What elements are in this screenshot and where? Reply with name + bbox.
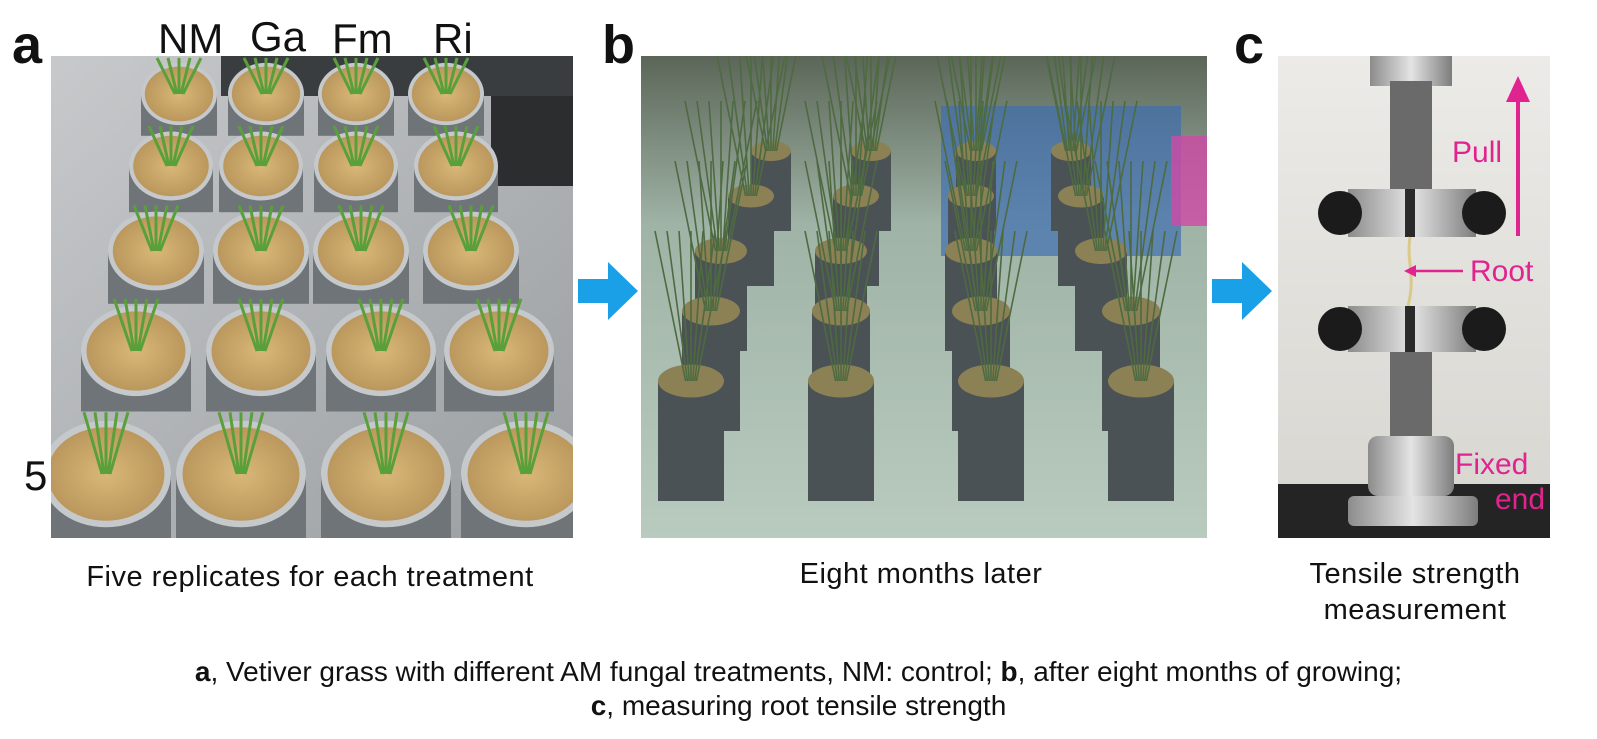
- pot: [423, 204, 519, 304]
- pot: [206, 298, 316, 412]
- pot: [654, 230, 728, 501]
- column-header-ri: Ri: [433, 15, 473, 62]
- panel-letter-b: b: [602, 15, 635, 75]
- panel-letter-a: a: [12, 15, 43, 75]
- figure-caption-line1: a, Vetiver grass with different AM funga…: [0, 655, 1597, 689]
- pot: [408, 57, 484, 136]
- caption-text-a: , Vetiver grass with different AM fungal…: [210, 656, 1001, 687]
- pot: [213, 204, 309, 304]
- row-number-5: 5: [24, 452, 48, 499]
- pot: [321, 411, 451, 538]
- pot: [176, 411, 306, 538]
- pot: [318, 57, 394, 136]
- label-root: Root: [1470, 255, 1534, 288]
- pot: [228, 57, 304, 136]
- caption-panel-c-line2: measurement: [1323, 594, 1507, 626]
- photo-a-illustration: [51, 56, 573, 538]
- pot: [414, 125, 498, 213]
- pot: [326, 298, 436, 412]
- pot: [51, 411, 171, 538]
- panel-letter-c: c: [1234, 15, 1265, 75]
- pot: [954, 230, 1028, 501]
- column-header-fm: Fm: [332, 15, 393, 62]
- column-header-ga: Ga: [250, 13, 307, 60]
- pot: [444, 298, 554, 412]
- label-pull: Pull: [1452, 136, 1503, 169]
- caption-panel-c-line1: Tensile strength: [1309, 558, 1521, 590]
- pot: [108, 204, 204, 304]
- photo-b-illustration: [641, 56, 1207, 538]
- pot: [461, 411, 573, 538]
- photo-tensile-test: [1278, 56, 1550, 538]
- arrow-right-icon: [1212, 262, 1272, 320]
- pot: [314, 125, 398, 213]
- caption-key-c: c: [590, 690, 607, 721]
- photo-grown-vetiver: [641, 56, 1207, 538]
- column-header-nm: NM: [158, 15, 224, 62]
- pot: [129, 125, 213, 213]
- pot: [1104, 230, 1178, 501]
- caption-panel-b: Eight months later: [799, 558, 1043, 590]
- pot: [313, 204, 409, 304]
- pot: [219, 125, 303, 213]
- caption-key-b: b: [1000, 656, 1018, 687]
- photo-c-illustration: [1278, 56, 1550, 538]
- caption-panel-a: Five replicates for each treatment: [86, 561, 534, 593]
- figure-caption-line2: c, measuring root tensile strength: [0, 689, 1597, 723]
- arrow-right-icon: [578, 262, 638, 320]
- pot: [81, 298, 191, 412]
- pot: [716, 56, 786, 286]
- caption-key-a: a: [194, 656, 211, 687]
- pot: [804, 230, 878, 501]
- caption-text-b: , after eight months of growing;: [1017, 656, 1403, 687]
- caption-text-c: , measuring root tensile strength: [606, 690, 1007, 721]
- label-end: end: [1495, 483, 1546, 516]
- pot: [141, 57, 217, 136]
- photo-potted-vetiver-grid: [51, 56, 573, 538]
- label-fixed: Fixed: [1455, 448, 1529, 481]
